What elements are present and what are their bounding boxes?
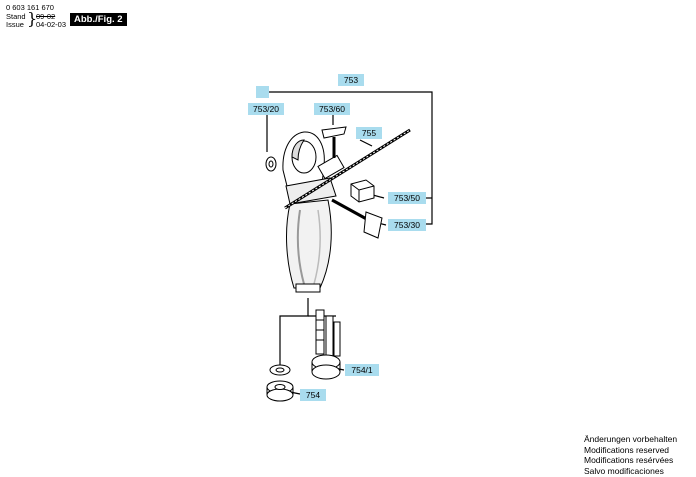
stand-date: 09-02 bbox=[36, 12, 56, 21]
callout-754: 754 bbox=[300, 389, 326, 401]
stand-label: Stand bbox=[6, 12, 26, 21]
callout-753-60: 753/60 bbox=[314, 103, 350, 115]
clamping-block bbox=[350, 179, 375, 203]
callout-753-30: 753/30 bbox=[388, 219, 426, 231]
part-number: 0 603 161 670 bbox=[6, 3, 54, 12]
issue-label: Issue bbox=[6, 20, 24, 29]
wing-screw bbox=[321, 126, 347, 158]
clamp-sleeve bbox=[311, 309, 341, 380]
callout-753-50: 753/50 bbox=[388, 192, 426, 204]
note-line-de: Änderungen vorbehalten bbox=[584, 434, 678, 444]
note-line-es: Salvo modificaciones bbox=[584, 465, 664, 476]
callout-755: 755 bbox=[356, 127, 382, 139]
hex-nut bbox=[265, 156, 277, 172]
leader-754-group bbox=[279, 298, 309, 332]
callout-753-20: 753/20 bbox=[248, 103, 284, 115]
note-line-en: Modifications reserved bbox=[584, 444, 670, 455]
callout-754-1: 754/1 bbox=[345, 364, 379, 376]
leader-755 bbox=[359, 139, 373, 147]
issue-date: 04-02-03 bbox=[36, 20, 67, 29]
modifications-note: Änderungen vorbehalten Modifications res… bbox=[584, 434, 677, 476]
tee-bolt bbox=[331, 198, 383, 239]
callout-blank bbox=[256, 86, 269, 98]
callout-753: 753 bbox=[338, 74, 364, 86]
figure-tag: Abb./Fig. 2 bbox=[70, 13, 127, 26]
side-handle bbox=[282, 131, 337, 293]
brace-icon: } bbox=[27, 9, 38, 28]
note-line-fr: Modifications resérvées bbox=[584, 455, 674, 465]
wing-nut bbox=[266, 364, 294, 402]
